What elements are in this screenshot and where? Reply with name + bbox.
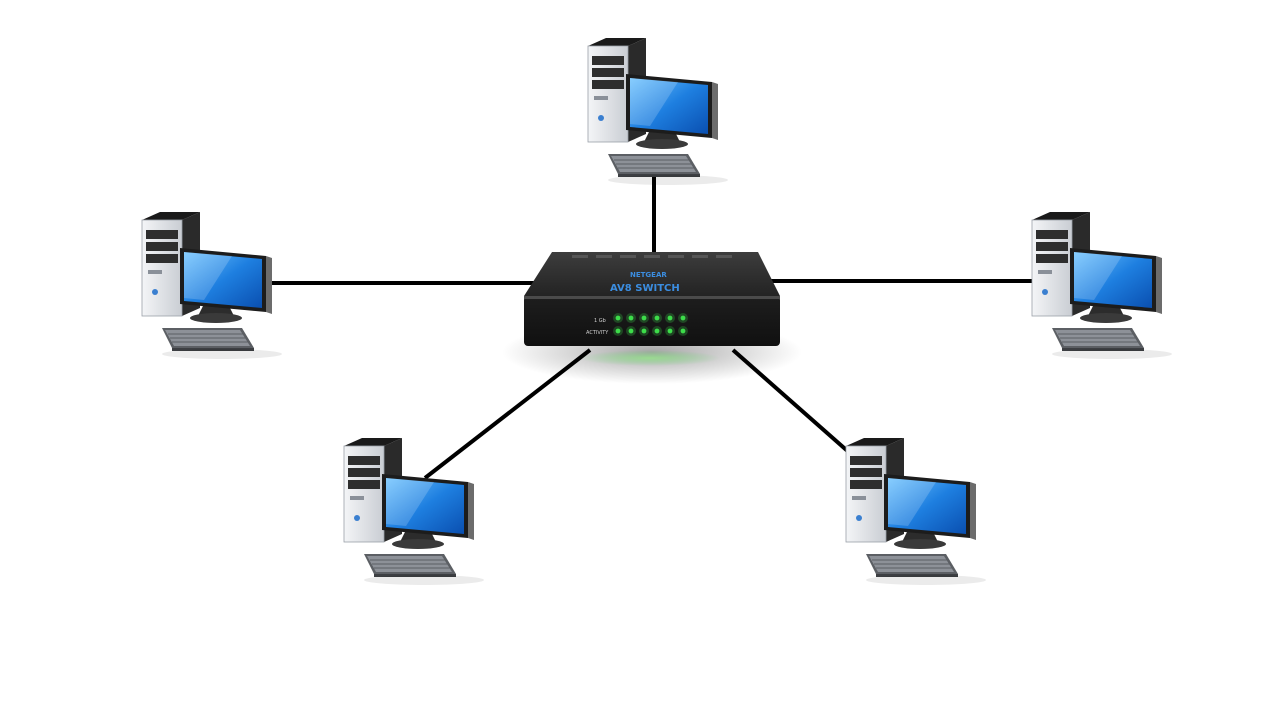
switch-status-leds [613, 313, 688, 336]
computer-top [587, 37, 729, 186]
switch-rear-ports [572, 255, 732, 258]
status-led [641, 328, 647, 334]
status-led [654, 315, 660, 321]
status-led [615, 328, 621, 334]
status-led [641, 315, 647, 321]
network-switch: NETGEAR AV8 SWITCH 1 Gb ACTIVITY [502, 252, 802, 384]
status-led [615, 315, 621, 321]
switch-model-label: AV8 SWITCH [610, 283, 680, 294]
switch-speed-label: 1 Gb [594, 318, 606, 324]
status-led [667, 328, 673, 334]
computer-left [141, 211, 283, 360]
status-led [680, 315, 686, 321]
status-led [628, 315, 634, 321]
switch-activity-label: ACTIVITY [586, 330, 609, 336]
switch-brand-label: NETGEAR [630, 271, 667, 279]
status-led [680, 328, 686, 334]
computer-bottom-right [845, 437, 987, 586]
status-led [654, 328, 660, 334]
status-led [667, 315, 673, 321]
status-led [628, 328, 634, 334]
computer-bottom-left [343, 437, 485, 586]
computer-right [1031, 211, 1173, 360]
